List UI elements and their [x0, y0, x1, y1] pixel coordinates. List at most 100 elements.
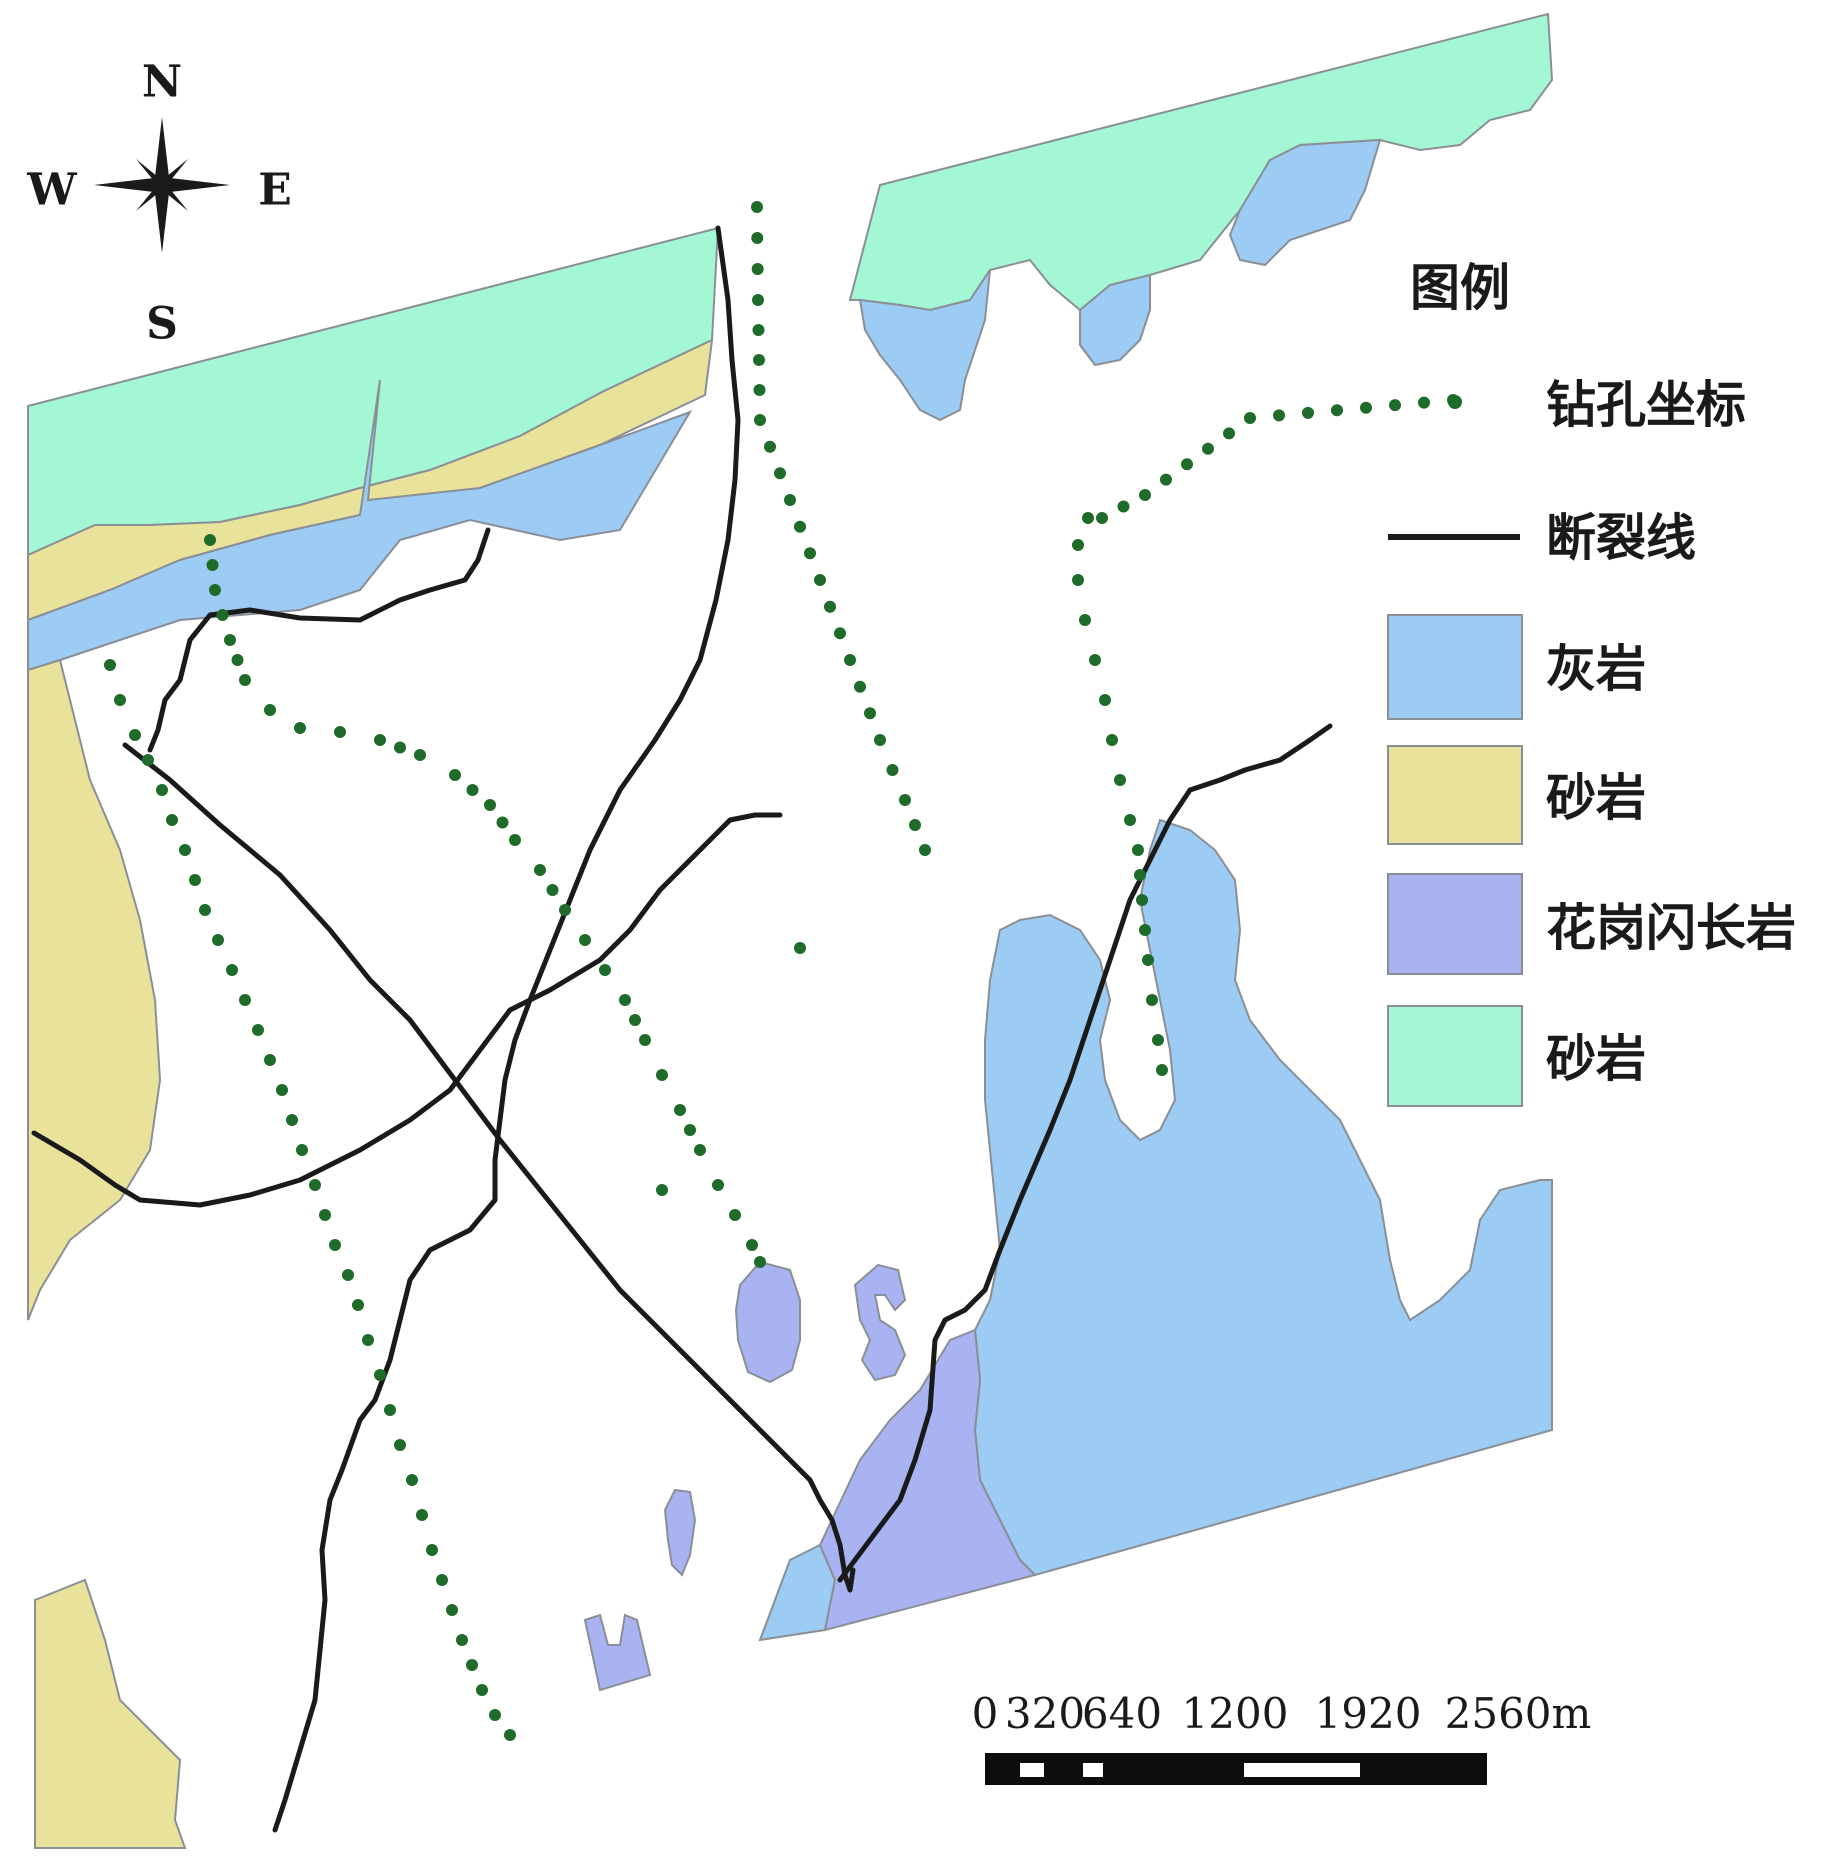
borehole-points	[104, 201, 1459, 1741]
borehole-point	[1089, 654, 1101, 666]
fault-line-northwest-short	[147, 527, 491, 753]
borehole-point	[449, 769, 461, 781]
borehole-point	[1082, 512, 1094, 524]
borehole-point	[1106, 734, 1118, 746]
scale-label-1200: 1200	[1182, 1689, 1289, 1738]
borehole-point	[446, 1604, 458, 1616]
scale-label-640: 640	[1082, 1689, 1162, 1738]
scale-label-320: 320	[1005, 1689, 1085, 1738]
borehole-point	[1152, 1034, 1164, 1046]
borehole-point	[684, 1124, 696, 1136]
borehole-point	[416, 1509, 428, 1521]
borehole-point	[264, 704, 276, 716]
borehole-point	[156, 784, 168, 796]
borehole-point	[206, 559, 219, 571]
borehole-point	[774, 467, 786, 480]
borehole-point	[751, 263, 764, 275]
borehole-point	[179, 844, 191, 856]
borehole-point	[104, 659, 116, 671]
borehole-point	[559, 904, 571, 916]
borehole-point	[334, 726, 346, 738]
borehole-point	[712, 1179, 724, 1191]
borehole-point	[824, 600, 836, 613]
borehole-point	[746, 1239, 758, 1251]
borehole-point	[844, 654, 856, 666]
borehole-point	[909, 819, 921, 831]
borehole-point	[466, 784, 479, 796]
compass-south-label: S	[146, 299, 178, 350]
borehole-point	[1124, 814, 1136, 826]
borehole-point	[504, 1729, 516, 1741]
borehole-point	[784, 494, 796, 506]
geology-layer	[27, 12, 1554, 1849]
legend-borehole-label: 钻孔坐标	[1546, 376, 1746, 434]
borehole-point	[484, 799, 496, 811]
borehole-point	[814, 574, 826, 586]
borehole-point	[729, 1209, 741, 1221]
legend-item-sandstone-yellow: 砂岩	[1387, 745, 1646, 845]
borehole-point	[509, 834, 521, 846]
sandstone-yellow-unit-margin	[27, 658, 162, 1321]
borehole-point	[1331, 404, 1343, 417]
fault-line-northwest-southeast	[122, 742, 856, 1593]
limestone-unit-west	[27, 379, 693, 672]
borehole-point	[394, 741, 406, 754]
borehole-point	[752, 294, 764, 306]
scale-bar-white-segment-3	[1244, 1763, 1360, 1777]
granodiorite-unit-small-1	[734, 1260, 801, 1384]
borehole-point	[1302, 406, 1314, 419]
borehole-point	[1156, 1064, 1168, 1076]
borehole-point	[751, 232, 764, 244]
borehole-point	[384, 1404, 396, 1416]
borehole-point	[276, 1084, 288, 1096]
borehole-point	[834, 627, 846, 640]
borehole-point	[874, 734, 886, 746]
borehole-point	[753, 384, 766, 396]
borehole-point	[426, 1544, 438, 1556]
scale-label-2560m: 2560m	[1445, 1689, 1592, 1738]
legend: 图例 钻孔坐标 断裂线 灰岩 砂岩 花岗闪长岩 砂岩	[1387, 259, 1796, 1107]
borehole-point	[456, 1634, 468, 1646]
borehole-point	[1099, 694, 1111, 706]
borehole-point	[294, 722, 306, 734]
borehole-point	[216, 609, 229, 621]
borehole-point	[1139, 489, 1151, 501]
borehole-point	[394, 1439, 406, 1451]
legend-limestone-swatch	[1387, 614, 1523, 720]
legend-title: 图例	[1410, 259, 1510, 317]
borehole-point	[1117, 500, 1130, 513]
borehole-point	[476, 1684, 488, 1696]
granodiorite-unit-small-4	[583, 1613, 652, 1692]
granodiorite-unit-small-2	[853, 1263, 907, 1382]
borehole-point	[619, 994, 631, 1006]
borehole-point	[231, 654, 244, 666]
borehole-point	[1079, 614, 1091, 626]
borehole-point	[1223, 427, 1235, 440]
borehole-point	[1389, 399, 1401, 412]
legend-sandstone-green-swatch	[1387, 1005, 1523, 1107]
borehole-point	[226, 964, 238, 976]
borehole-point	[804, 547, 816, 560]
borehole-point	[1142, 954, 1154, 966]
legend-limestone-label: 灰岩	[1546, 640, 1646, 698]
borehole-point	[329, 1239, 341, 1251]
borehole-point	[362, 1334, 374, 1346]
fault-lines	[31, 225, 1333, 1833]
legend-item-fault: 断裂线	[1388, 509, 1696, 567]
borehole-point	[1418, 396, 1430, 409]
granodiorite-unit-small-3	[663, 1488, 697, 1577]
compass-west-label: W	[26, 165, 77, 216]
scale-bar-white-segment-1	[1020, 1763, 1044, 1777]
borehole-point	[1146, 994, 1158, 1006]
borehole-point	[114, 694, 126, 706]
borehole-point	[1114, 774, 1126, 786]
compass-star-icon	[94, 117, 230, 253]
borehole-point	[753, 354, 765, 366]
borehole-point	[209, 584, 221, 596]
fault-line-west-northeast	[31, 812, 783, 1208]
borehole-point	[752, 324, 765, 336]
borehole-point	[189, 874, 201, 886]
borehole-point	[1132, 844, 1144, 856]
borehole-point	[794, 520, 806, 533]
